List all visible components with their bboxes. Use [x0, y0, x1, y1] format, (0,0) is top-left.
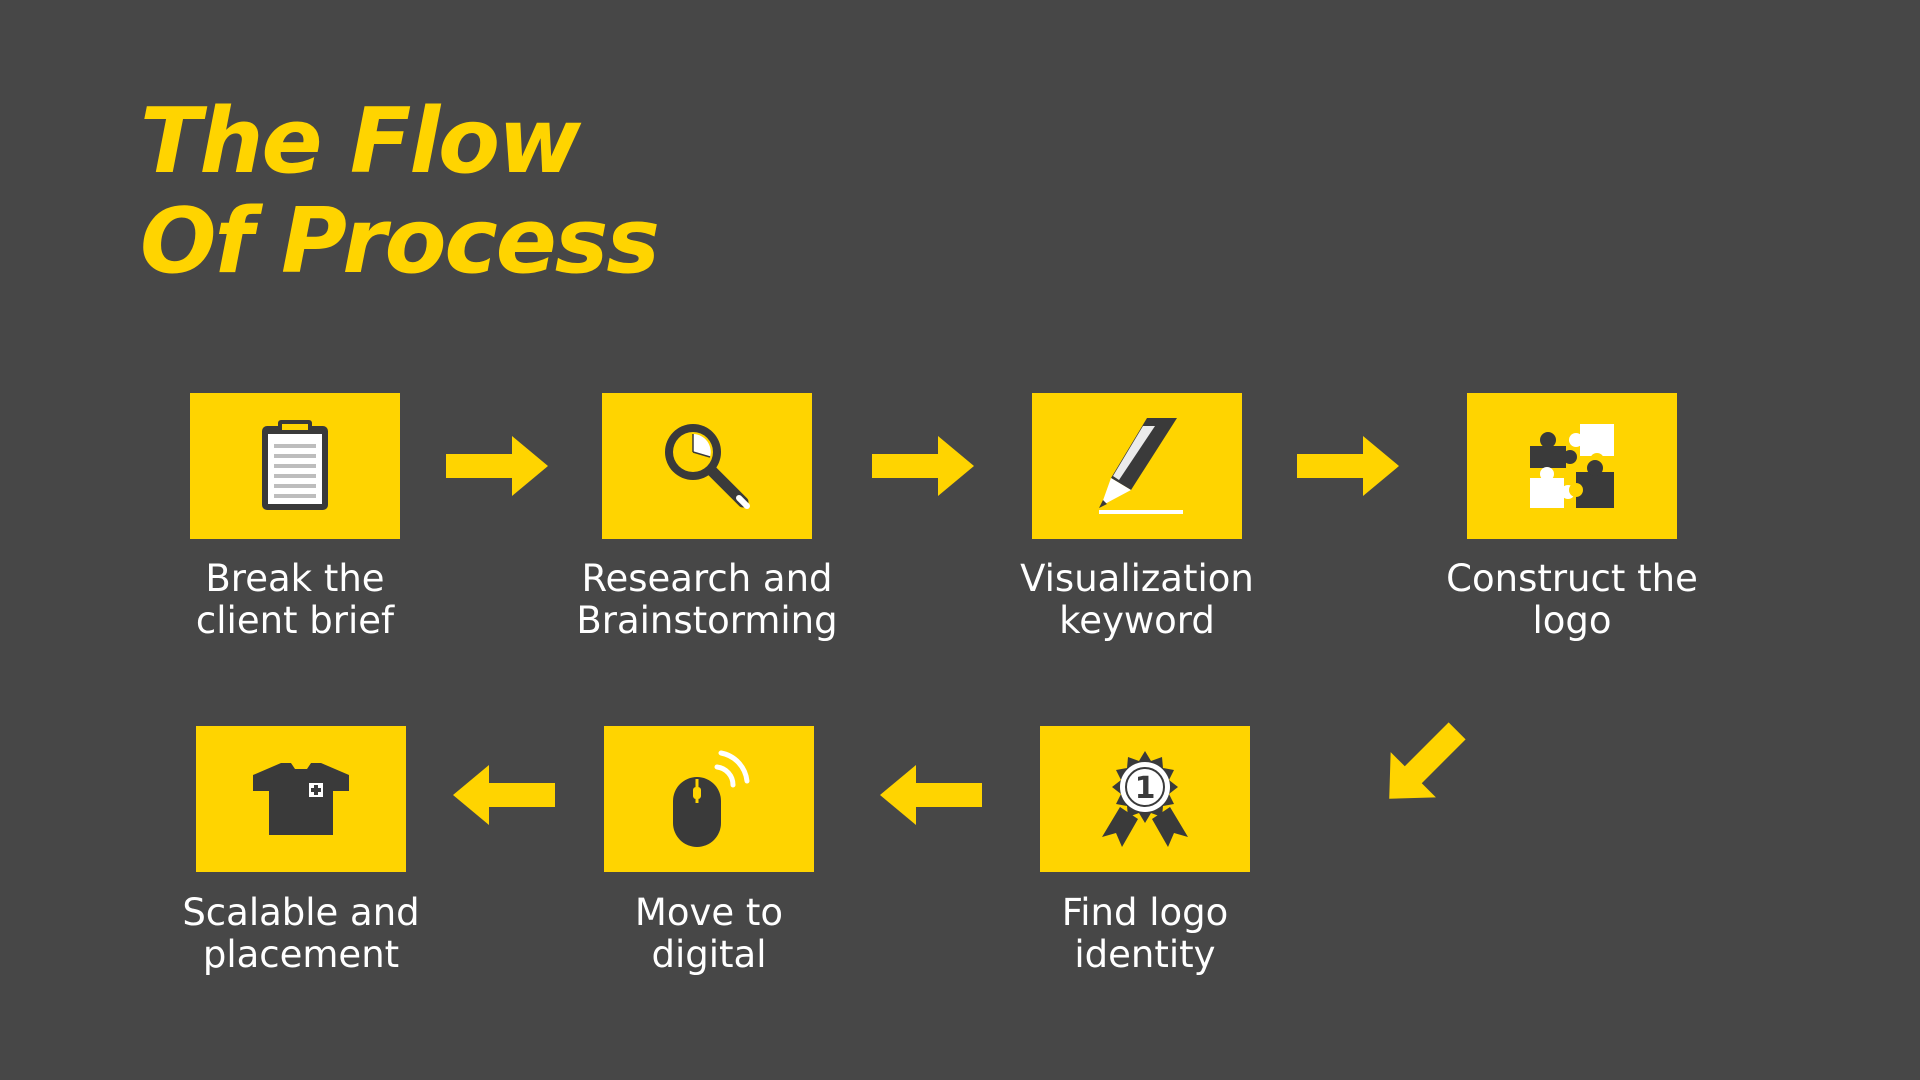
step-box-find-identity: 1 — [1040, 726, 1250, 872]
step-label-visualization: Visualization keyword — [1020, 557, 1254, 642]
step-label-research: Research and Brainstorming — [576, 557, 838, 642]
puzzle-icon — [1530, 424, 1614, 508]
arrow-right-2 — [872, 436, 974, 496]
step-box-break-brief — [190, 393, 400, 539]
magnifier-chart-icon — [665, 424, 750, 509]
step-box-construct — [1467, 393, 1677, 539]
step-box-visualization — [1032, 393, 1242, 539]
title-line-2: Of Process — [140, 189, 660, 294]
arrow-down-left — [1389, 722, 1466, 799]
tshirt-icon — [253, 763, 349, 835]
step-label-scalable: Scalable and placement — [182, 891, 420, 976]
step-label-break-brief: Break the client brief — [195, 557, 395, 642]
step-box-move-digital — [604, 726, 814, 872]
arrow-right-3 — [1297, 436, 1399, 496]
arrow-right-1 — [446, 436, 548, 496]
step-label-construct: Construct the logo — [1446, 557, 1698, 642]
pen-icon — [1099, 418, 1183, 514]
title-line-1: The Flow — [140, 89, 581, 194]
arrow-left-2 — [453, 765, 555, 825]
award-badge-icon: 1 — [1102, 751, 1188, 847]
step-box-research — [602, 393, 812, 539]
arrow-left-1 — [880, 765, 982, 825]
clipboard-icon — [262, 420, 328, 510]
step-label-find-identity: Find logo identity — [1061, 891, 1229, 976]
wireless-mouse-icon — [673, 750, 750, 847]
page-title: The Flow Of Process — [140, 89, 660, 294]
step-label-move-digital: Move to digital — [634, 891, 784, 976]
svg-text:1: 1 — [1135, 771, 1156, 806]
step-box-scalable — [196, 726, 406, 872]
